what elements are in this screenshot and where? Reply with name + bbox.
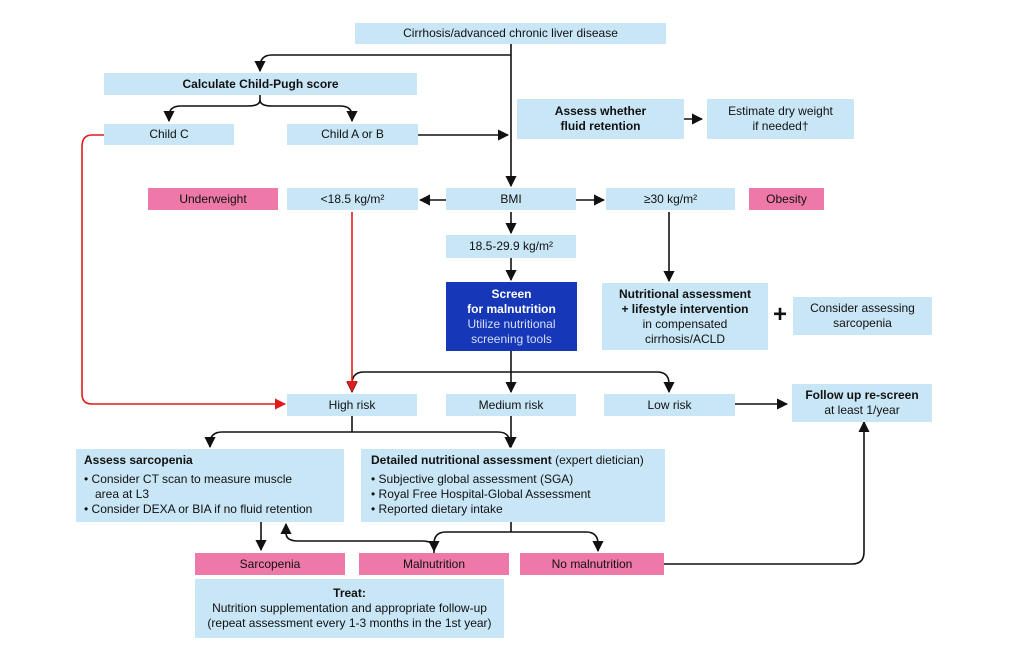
nutr-line2: + lifestyle intervention (621, 301, 749, 316)
arrow-screen-to-high (346, 371, 511, 394)
screen-line1: Screen (491, 286, 532, 301)
consider-sarc-line2: sarcopenia (833, 316, 892, 330)
malnutrition-label: Malnutrition (402, 556, 466, 571)
screen-malnutrition-box: Screen for malnutrition Utilize nutritio… (446, 282, 577, 351)
assess-sarc-item2: Consider DEXA or BIA if no fluid retenti… (84, 502, 313, 517)
fluid-retention-box: Assess whether fluid retention (517, 99, 684, 139)
arrow-to-detailed (352, 431, 516, 449)
no-malnutrition-outcome: No malnutrition (520, 553, 664, 575)
detailed-title: Detailed nutritional assessment (371, 453, 552, 467)
bmi-mid-box: 18.5-29.9 kg/m² (446, 235, 576, 258)
assess-sarc-item1-line2: area at L3 (95, 487, 150, 501)
cirrhosis-box: Cirrhosis/advanced chronic liver disease (355, 23, 666, 44)
detailed-title-note: (expert dietician) (555, 453, 644, 467)
arrow-to-malnutrition (428, 531, 511, 553)
assess-sarc-title: Assess sarcopenia (84, 453, 193, 467)
bmi-box: BMI (446, 188, 576, 210)
treat-box: Treat: Nutrition supplementation and app… (195, 579, 504, 638)
high-risk-label: High risk (328, 397, 376, 412)
detailed-assessment-box: Detailed nutritional assessment (expert … (361, 449, 665, 522)
detailed-item2: Royal Free Hospital-Global Assessment (371, 487, 591, 502)
fluid-retention-line2: fluid retention (560, 119, 641, 133)
bmi-low-box: <18.5 kg/m² (287, 188, 418, 210)
no-malnutrition-label: No malnutrition (551, 556, 633, 571)
treat-line1: Nutrition supplementation and appropriat… (212, 601, 487, 615)
low-risk-label: Low risk (647, 397, 692, 412)
arrow-to-child-pugh (254, 54, 511, 73)
consider-sarc-line1: Consider assessing (810, 301, 915, 315)
child-ab-label: Child A or B (321, 127, 384, 141)
dry-weight-line1: Estimate dry weight (728, 104, 833, 118)
treat-title: Treat: (333, 586, 366, 600)
nutr-line4: cirrhosis/ACLD (644, 331, 725, 346)
consider-sarcopenia-box: Consider assessing sarcopenia (793, 297, 932, 335)
sarcopenia-outcome: Sarcopenia (195, 553, 345, 575)
dry-weight-line2: if needed† (752, 119, 809, 133)
arrow-to-no-malnutrition (511, 531, 604, 553)
arrow-nomal-to-followup (664, 420, 870, 565)
bmi-high-label: ≥30 kg/m² (643, 191, 698, 206)
obesity-label: Obesity (766, 191, 807, 206)
child-pugh-box: Calculate Child-Pugh score (104, 73, 417, 95)
arrow-to-child-c (163, 95, 261, 123)
screen-line3: Utilize nutritional (467, 316, 556, 331)
sarcopenia-label: Sarcopenia (239, 556, 301, 571)
arrow-to-child-ab (259, 99, 358, 123)
detailed-item3: Reported dietary intake (371, 502, 503, 517)
arrow-malnutrition-to-sarc (280, 522, 435, 553)
malnutrition-outcome: Malnutrition (359, 553, 509, 575)
child-c-box: Child C (104, 124, 234, 145)
high-risk-box: High risk (287, 394, 417, 416)
nutr-line3: in compensated (642, 316, 728, 331)
plus-sign: + (773, 301, 788, 328)
child-ab-box: Child A or B (287, 124, 418, 145)
cirrhosis-label: Cirrhosis/advanced chronic liver disease (403, 26, 618, 40)
low-risk-box: Low risk (604, 394, 735, 416)
detailed-item1: Subjective global assessment (SGA) (371, 472, 574, 487)
red-arrow-childc-to-highrisk (81, 134, 287, 410)
child-pugh-label: Calculate Child-Pugh score (182, 76, 339, 91)
follow-up-box: Follow up re-screen at least 1/year (792, 384, 932, 422)
nutr-line1: Nutritional assessment (618, 286, 752, 301)
treat-line2: (repeat assessment every 1-3 months in t… (207, 616, 492, 630)
screen-line4: screening tools (471, 331, 552, 346)
follow-up-line1: Follow up re-screen (805, 388, 919, 402)
bmi-high-box: ≥30 kg/m² (606, 188, 735, 210)
dry-weight-box: Estimate dry weight if needed† (707, 99, 854, 139)
medium-risk-label: Medium risk (478, 397, 544, 412)
fluid-retention-line1: Assess whether (554, 104, 647, 118)
underweight-outcome: Underweight (148, 188, 278, 210)
assess-sarc-item1-line1: Consider CT scan to measure muscle (84, 472, 293, 487)
screen-line2: for malnutrition (467, 301, 556, 316)
bmi-mid-label: 18.5-29.9 kg/m² (468, 239, 554, 253)
bmi-label: BMI (500, 191, 522, 206)
obesity-outcome: Obesity (749, 188, 824, 210)
follow-up-line2: at least 1/year (824, 403, 900, 417)
arrow-to-assess-sarc (204, 431, 352, 449)
nutritional-assessment-box: Nutritional assessment + lifestyle inter… (602, 283, 768, 350)
bmi-low-label: <18.5 kg/m² (320, 191, 385, 206)
assess-sarcopenia-box: Assess sarcopenia Consider CT scan to me… (76, 449, 344, 522)
medium-risk-box: Medium risk (446, 394, 576, 416)
underweight-label: Underweight (179, 191, 247, 206)
child-c-label: Child C (149, 127, 189, 141)
arrow-screen-to-low (511, 371, 675, 394)
